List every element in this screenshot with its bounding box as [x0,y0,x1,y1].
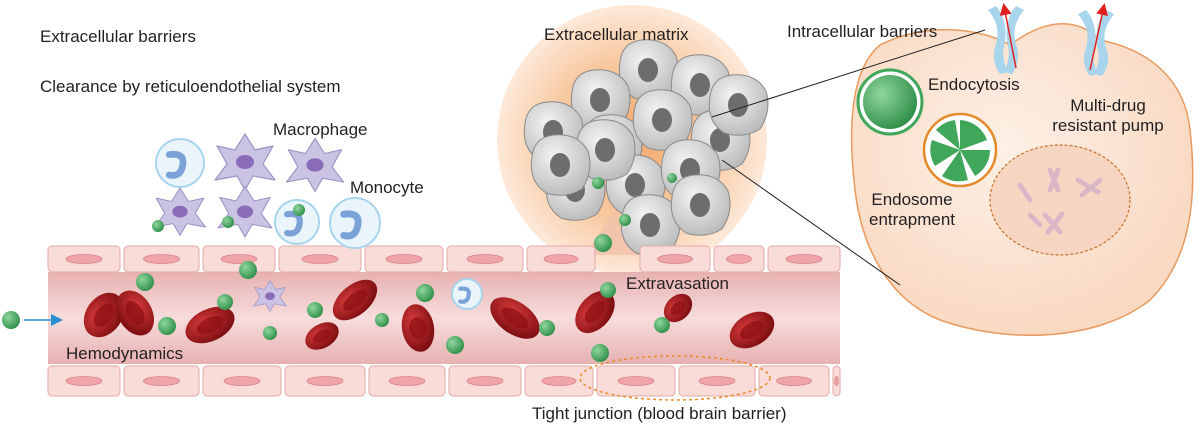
nanoparticle-icon [293,204,305,216]
efflux-pump-icon [988,3,1024,74]
nanoparticle-icon [152,220,164,232]
endothelial-cell-icon [202,365,282,397]
endothelial-cell-icon [713,245,765,273]
endosome-icon [922,112,998,188]
nanoparticle-icon [592,177,604,189]
endothelial-cell-icon [767,245,841,273]
macrophage-icon [217,186,273,238]
red-blood-cell-icon [663,293,693,323]
monocyte-icon [274,199,320,245]
nanoparticle-icon [667,173,677,183]
label-extravasation: Extravasation [626,274,729,293]
nanoparticle-icon [600,282,616,298]
label-tight-junction: Tight junction (blood brain barrier) [532,404,787,423]
tumor-cell-group [523,39,769,256]
macrophage-icon [153,187,207,237]
nanoparticle-icon [136,273,154,291]
chromosome-icon [1017,167,1103,235]
red-blood-cells [83,279,775,352]
tumor-cell-icon [530,134,591,196]
red-blood-cell-icon [305,322,339,350]
tumor-cell-icon [618,39,679,101]
nanoparticle-icon [416,284,434,302]
macrophage-icon [253,280,287,312]
red-blood-cell-icon [729,311,775,349]
macrophage-icon [285,137,345,193]
nanoparticle-icon [375,313,389,327]
endothelial-cell-icon [448,365,522,397]
nanoparticle-icon [863,75,917,129]
tumor-cell-icon [632,89,693,151]
label-extracellular-barriers: Extracellular barriers [40,27,196,46]
red-blood-cell-icon [490,297,540,339]
label-endosome-line2: entrapment [869,210,955,229]
monocyte-icon [329,197,381,249]
endothelial-cell-icon [446,245,524,273]
endothelial-cell-icon [284,365,366,397]
endothelial-cell-icon [596,365,676,397]
endothelial-cell-icon [526,245,596,273]
endothelial-cell-icon [364,245,444,273]
label-multidrug-line1: Multi-drug [1070,96,1146,115]
endothelial-cell-icon [123,245,200,273]
red-blood-cell-icon [83,292,125,338]
connector-line-top [711,29,986,118]
label-intracellular-barriers: Intracellular barriers [787,22,937,41]
red-blood-cell-icon [401,304,435,352]
nanoparticle-icon [619,214,631,226]
nanoparticle-icon [2,311,20,329]
red-blood-cell-icon [185,306,235,344]
endothelial-cell-icon [202,245,276,273]
tumor-cell-icon [708,74,769,136]
endothelial-cell-icon [758,365,830,397]
nanoparticle-icon [539,320,555,336]
label-clearance: Clearance by reticuloendothelial system [40,77,341,96]
red-blood-cell-icon [332,279,378,321]
efflux-pump-icon [1078,3,1114,76]
label-endocytosis: Endocytosis [928,75,1020,94]
label-extracellular-matrix: Extracellular matrix [544,25,689,44]
endothelial-cell-icon [278,245,362,273]
tumor-cell-icon [620,194,681,256]
endothelial-cell-icon [639,245,711,273]
nanoparticle-icon [239,261,257,279]
macrophage-icon [214,133,276,191]
tumor-cell-icon [670,174,731,236]
nanoparticle-icon [263,326,277,340]
immune-cells [153,133,483,312]
monocyte-icon [451,278,483,310]
blood-vessel [48,272,840,364]
endothelial-cell-icon [123,365,200,397]
label-multidrug-line2: resistant pump [1052,116,1164,135]
vessel-wall-bottom [47,365,841,397]
nanoparticle-icon [654,317,670,333]
nanoparticles [2,173,677,362]
endothelial-cell-icon [524,365,594,397]
endothelial-cell-icon [368,365,446,397]
nanoparticle-icon [217,294,233,310]
endothelial-cell-icon [47,365,121,397]
nanoparticle-icon [446,336,464,354]
endothelial-cell-icon [832,365,841,397]
label-endosome-line1: Endosome [871,190,952,209]
nanoparticle-icon [591,344,609,362]
label-macrophage: Macrophage [273,120,368,139]
nanoparticle-icon [594,234,612,252]
red-blood-cell-icon [575,290,615,334]
nanoparticle-icon [307,302,323,318]
label-monocyte: Monocyte [350,178,424,197]
endothelial-cell-icon [678,365,756,397]
vessel-wall-top [47,245,841,273]
red-blood-cell-icon [116,290,154,336]
endothelial-cell-icon [47,245,121,273]
nanoparticle-icon [158,317,176,335]
nucleus [989,144,1131,256]
connector-line-bottom [721,159,901,286]
nanoparticle-icon [222,216,234,228]
tight-junction-marker [579,355,771,401]
monocyte-icon [155,138,205,188]
label-hemodynamics: Hemodynamics [66,344,183,363]
